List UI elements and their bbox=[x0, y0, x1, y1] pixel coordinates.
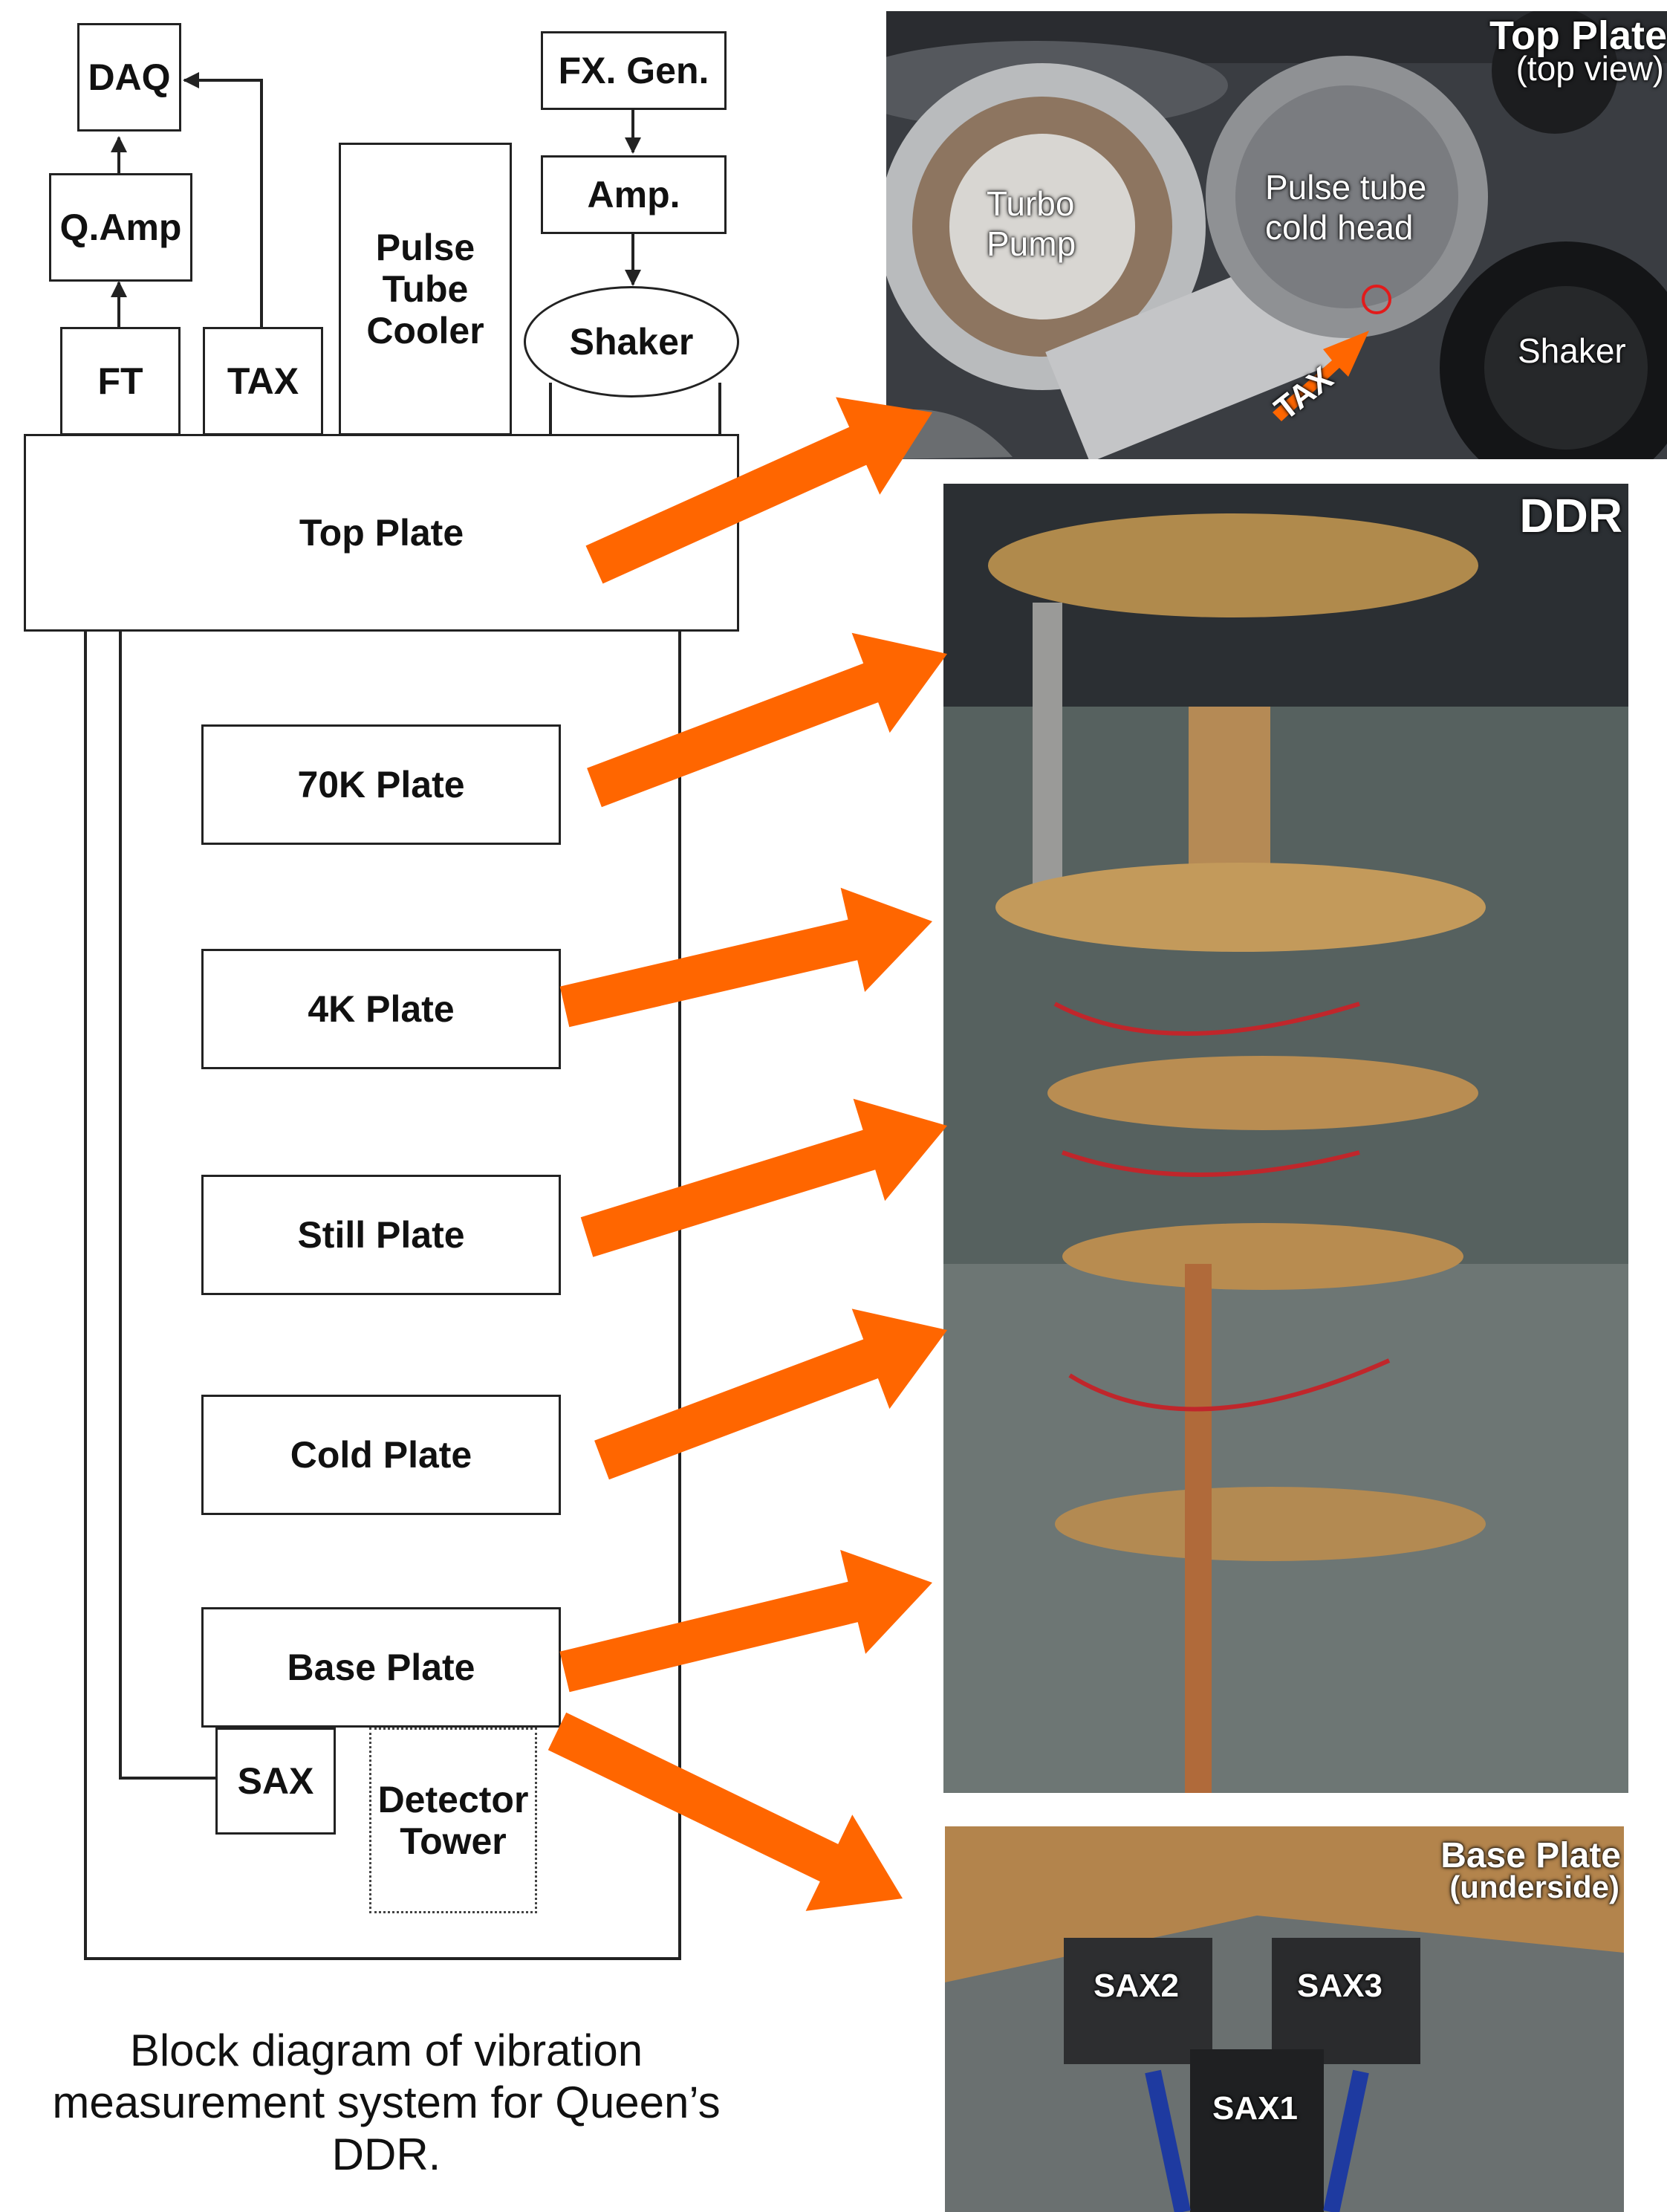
arrow-4k-plate bbox=[560, 888, 932, 1028]
arrow-still-plate bbox=[581, 1099, 947, 1257]
arrow-70k-plate bbox=[587, 633, 947, 807]
arrow-cold-plate bbox=[594, 1308, 947, 1479]
arrow-top-plate bbox=[586, 398, 933, 584]
arrow-base-plate bbox=[559, 1550, 932, 1692]
arrow-base-underside bbox=[548, 1713, 903, 1911]
